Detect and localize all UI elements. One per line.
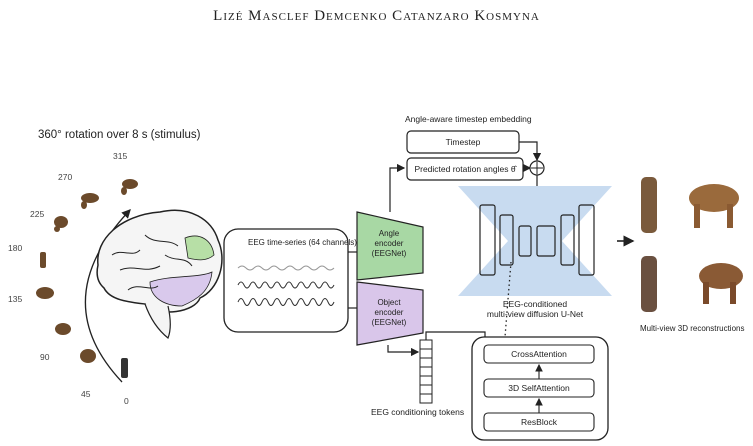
- angle-label-270: 270: [58, 172, 73, 182]
- angle-encoder-shape: [356, 211, 424, 281]
- stimulus-title: 360° rotation over 8 s (stimulus): [38, 129, 201, 141]
- angle-encoder-to-predicted-arrow: [389, 163, 406, 212]
- crossattention-label: CrossAttention: [511, 349, 567, 359]
- unet-hourglass: [458, 186, 612, 296]
- stimulus-tiger-thumbnails: [36, 179, 138, 378]
- object-encoder-shape: [356, 281, 424, 346]
- resblock-label: ResBlock: [521, 417, 557, 427]
- angle-label-90: 90: [40, 352, 50, 362]
- angle-label-225: 225: [30, 209, 45, 219]
- eeg-timeseries-box: [223, 228, 349, 333]
- eeg-waveforms: [237, 265, 335, 306]
- author-header: Lizé Masclef Demcenko Catanzaro Kosmyna: [213, 8, 540, 24]
- crossattention-box: [483, 344, 595, 364]
- output-tiger-renders: [641, 177, 743, 312]
- output-label: Multi-view 3D reconstructions: [640, 324, 745, 333]
- timestep-to-plus-arrow: [519, 141, 542, 162]
- eeg-tokens-label: EEG conditioning tokens: [371, 407, 465, 417]
- brain-illustration: [96, 209, 223, 339]
- angle-label-135: 135: [8, 294, 23, 304]
- predicted-angles-label: Predicted rotation angles θ̂: [414, 164, 516, 174]
- angle-label-0: 0: [124, 396, 129, 406]
- unet-blocks: [479, 204, 595, 276]
- angle-label-315: 315: [113, 151, 128, 161]
- embedding-title: Angle-aware timestep embedding: [405, 114, 532, 124]
- object-encoder-to-tokens-arrow: [387, 345, 420, 357]
- timestep-label: Timestep: [445, 137, 481, 147]
- angle-label-180: 180: [8, 243, 23, 253]
- eeg-timeseries-label: EEG time-series (64 channels): [248, 238, 357, 247]
- selfattention-label: 3D SelfAttention: [508, 383, 570, 393]
- eeg-token-stack: [419, 339, 433, 404]
- angle-label-45: 45: [81, 389, 91, 399]
